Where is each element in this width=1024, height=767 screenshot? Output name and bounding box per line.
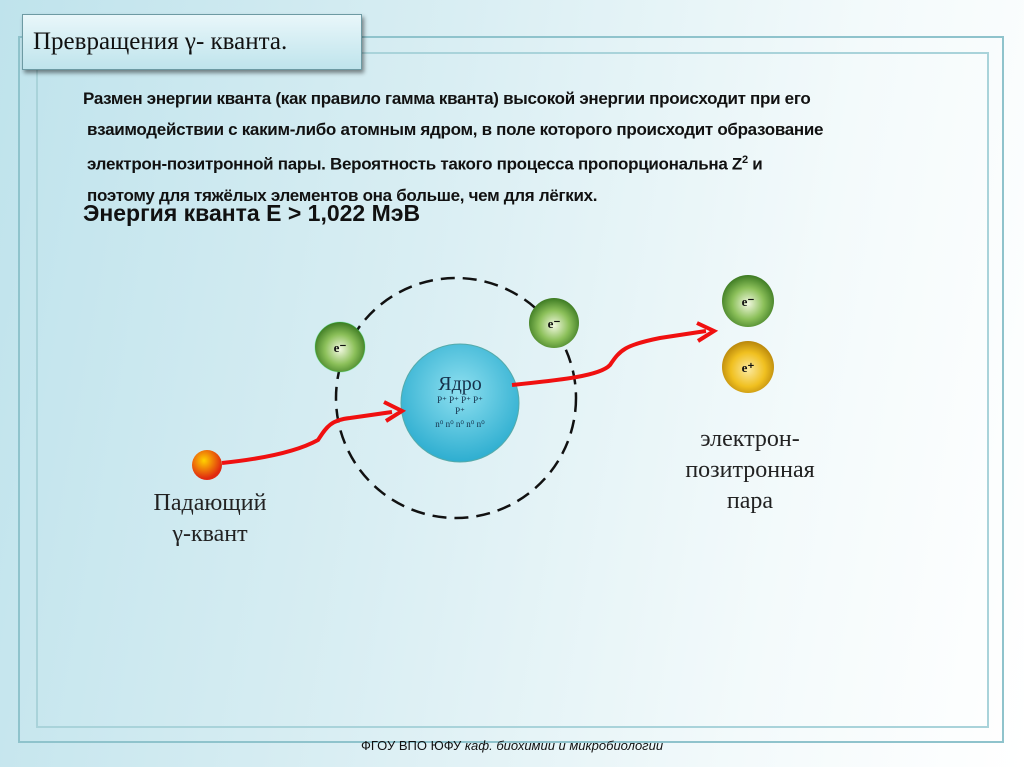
positron-label: e⁺ bbox=[742, 360, 755, 375]
pair-electron-label: e⁻ bbox=[742, 294, 755, 309]
label-line: позитронная bbox=[685, 457, 815, 483]
paragraph-line: поэтому для тяжёлых элементов она больше… bbox=[87, 185, 598, 205]
electron-right bbox=[529, 298, 579, 348]
footer-org: ФГОУ ВПО ЮФУ bbox=[360, 738, 465, 753]
outgoing-pair-arrow bbox=[511, 329, 707, 387]
electron-orbit bbox=[334, 276, 578, 520]
content-panel bbox=[36, 52, 989, 728]
paragraph-text: электрон-позитронной пары. Вероятность т… bbox=[87, 154, 743, 174]
paragraph-line: Размен энергии кванта (как правило гамма… bbox=[83, 89, 811, 108]
gamma-quantum bbox=[192, 450, 222, 480]
energy-threshold: Энергия кванта Е > 1,022 МэВ bbox=[83, 200, 421, 226]
neutrons-row: n⁰ n⁰ n⁰ n⁰ n⁰ bbox=[435, 419, 485, 429]
slide-title: Превращения γ- кванта. bbox=[22, 14, 362, 70]
electron-label: e⁻ bbox=[548, 316, 561, 331]
arrow-head bbox=[696, 321, 719, 343]
z-superscript: 2 bbox=[742, 154, 748, 166]
label-line: γ-квант bbox=[172, 521, 248, 547]
paragraph-line: взаимодействии с каким-либо атомным ядро… bbox=[87, 120, 824, 139]
protons-row: P⁺ P⁺ P⁺ P⁺ bbox=[437, 395, 483, 405]
nucleus bbox=[400, 343, 520, 463]
pair-positron bbox=[722, 341, 774, 393]
description-paragraph: Размен энергии кванта (как правило гамма… bbox=[83, 83, 943, 211]
label-line: Падающий bbox=[153, 490, 267, 516]
electron-label: e⁻ bbox=[334, 340, 347, 355]
footer-dept: каф. биохимии и микробиологии bbox=[464, 738, 664, 753]
arrow-head bbox=[383, 400, 407, 423]
outer-frame bbox=[18, 36, 1004, 743]
label-line: электрон- bbox=[700, 426, 800, 452]
nucleus-label: Ядро bbox=[438, 373, 482, 395]
paragraph-line: электрон-позитронной пары. Вероятность т… bbox=[83, 145, 943, 180]
paragraph-tail: и bbox=[747, 154, 763, 174]
incident-gamma-arrow bbox=[221, 410, 393, 465]
label-line: пара bbox=[726, 488, 774, 514]
protons-row: P⁺ bbox=[455, 406, 465, 416]
incident-gamma-label: Падающий γ-квант bbox=[120, 488, 300, 550]
pair-label: электрон- позитронная пара bbox=[650, 424, 850, 517]
electron-left bbox=[314, 321, 366, 373]
pair-electron bbox=[722, 275, 774, 327]
footer: ФГОУ ВПО ЮФУ каф. биохимии и микробиолог… bbox=[0, 738, 1024, 753]
